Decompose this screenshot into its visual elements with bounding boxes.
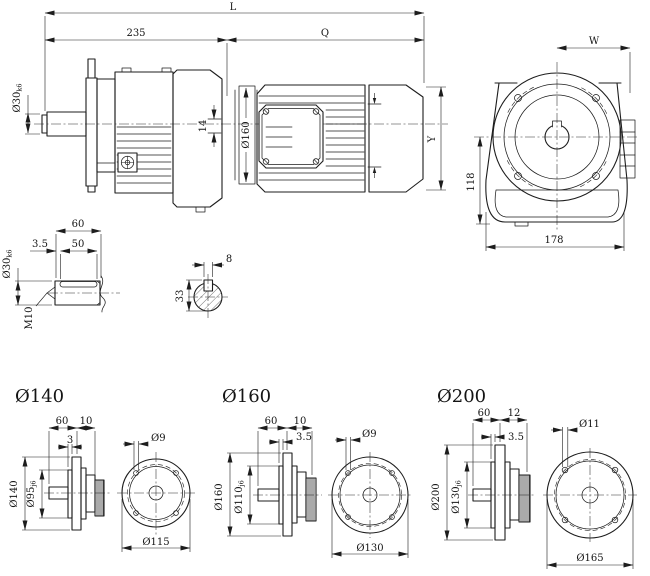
flange-140-side-view <box>44 456 112 531</box>
dim-height-label: Y <box>427 135 438 143</box>
break-line <box>99 275 106 313</box>
dim-thread-label: M10 <box>24 307 35 330</box>
motor-body <box>256 84 366 193</box>
flange-200-front-dimensions: Ø11 Ø165 <box>546 419 634 569</box>
dim-overall-length-label: L <box>230 2 237 13</box>
fan-cowl <box>367 84 424 193</box>
terminal-cover-plate <box>258 104 324 169</box>
dim-flange140-offset-label: 10 <box>80 416 93 427</box>
dim-flange200-hub-label: 60 <box>478 408 491 419</box>
dim-flange160-hole-label: Ø9 <box>362 429 377 440</box>
flange-option-160: Ø160 Ø160 Ø110j6 60 10 3.5 <box>214 386 412 558</box>
dim-shaft-dia-label: Ø30k6 <box>2 249 14 278</box>
cover-screws <box>262 108 320 165</box>
flange-200-title: Ø200 <box>437 386 486 407</box>
dim-flange200-offset-label: 12 <box>508 408 521 419</box>
key-section-dimensions: 8 33 <box>175 254 232 312</box>
dim-flange160-hub-label: 60 <box>265 416 278 427</box>
shaft-detail-view: 60 3.5 50 Ø30k6 M10 <box>2 219 120 329</box>
dim-flange140-hole-label: Ø9 <box>151 433 166 444</box>
end-view-centerlines <box>474 62 638 232</box>
flange-160-front-view <box>328 452 412 538</box>
dim-output-shaft-dia-label: Ø30k6 <box>12 83 24 112</box>
output-flange-plate <box>85 58 98 193</box>
end-view: W 118 178 <box>466 36 638 251</box>
end-view-dimensions: W 118 178 <box>466 36 631 251</box>
dim-flange140-outer-label: Ø140 <box>9 480 20 507</box>
dim-flange200-pilot-label: Ø130j6 <box>451 480 463 513</box>
base-foot <box>514 221 529 227</box>
dim-base-width-label: 178 <box>544 235 563 246</box>
dim-flange200-hole-label: Ø11 <box>579 419 600 430</box>
gearbox-cooling-fins <box>116 126 172 184</box>
flange-140-front-view <box>117 452 196 535</box>
dim-flange140-plate-label: 3 <box>67 435 73 446</box>
flange-160-side-view <box>253 452 322 537</box>
end-view-body <box>485 82 628 223</box>
vent-marks <box>367 93 382 178</box>
flange-140-side-dimensions: Ø140 Ø95j6 60 10 3 <box>9 416 96 531</box>
dim-flange160-plate-label: 3.5 <box>296 432 312 443</box>
dim-flange200-plate-label: 3.5 <box>508 432 524 443</box>
flange-200-side-dimensions: Ø200 Ø130j6 60 12 3.5 <box>431 408 528 541</box>
dim-total-height-label: 33 <box>175 290 186 303</box>
gearbox-front-housing <box>96 67 174 194</box>
dim-flange160-pilot-label: Ø110j6 <box>234 480 246 513</box>
dim-w-label: W <box>589 36 600 47</box>
key-section-view: 8 33 <box>175 254 232 320</box>
dim-key-start-label: 3.5 <box>32 239 48 250</box>
shaft-detail-dimensions: 60 3.5 50 Ø30k6 M10 <box>2 219 102 330</box>
dim-flange140-boltcircle-label: Ø115 <box>142 537 169 548</box>
dim-step-label: 14 <box>198 120 209 133</box>
flange-option-140: Ø140 Ø140 Ø95j6 60 10 3 <box>9 386 196 552</box>
dim-flange200-boltcircle-label: Ø165 <box>576 553 603 564</box>
motor-cooling-fins <box>258 95 365 181</box>
dim-flange160-outer-label: Ø160 <box>214 483 225 510</box>
flange-option-200: Ø200 Ø200 Ø130j6 60 12 3.5 <box>431 386 637 569</box>
dim-flange200-outer-label: Ø200 <box>431 483 442 510</box>
dim-key-width-label: 8 <box>226 254 232 265</box>
dim-shaft-length-label: 60 <box>72 219 85 230</box>
main-side-view: L 235 Q Ø30k6 14 Ø160 Y <box>12 2 448 213</box>
flange-140-title: Ø140 <box>15 386 64 407</box>
flange-140-front-dimensions: Ø9 Ø115 <box>121 433 191 552</box>
section-centerlines <box>188 274 228 320</box>
gearbox-rear-housing <box>172 69 223 213</box>
dim-center-height-label: 118 <box>466 172 477 191</box>
oil-plug <box>117 152 138 173</box>
dim-adapter-flange-dia-label: Ø160 <box>241 121 252 148</box>
flange-160-front-dimensions: Ø9 Ø130 <box>331 429 409 558</box>
flange-160-title: Ø160 <box>222 386 271 407</box>
keyway-slot <box>59 281 98 288</box>
dim-key-length-label: 50 <box>72 239 85 250</box>
flange-200-front-view <box>543 448 637 542</box>
flange-160-side-dimensions: Ø160 Ø110j6 60 10 3.5 <box>214 416 313 537</box>
dim-flange160-offset-label: 10 <box>294 416 307 427</box>
main-view-dimensions: L 235 Q Ø30k6 14 Ø160 Y <box>12 2 446 191</box>
dim-flange140-pilot-label: Ø95j6 <box>26 480 38 507</box>
dim-flange160-boltcircle-label: Ø130 <box>356 543 383 554</box>
dim-gear-unit-length-label: 235 <box>126 28 145 39</box>
dim-motor-length-label: Q <box>321 28 329 39</box>
flange-200-side-view <box>468 444 536 541</box>
dim-flange140-hub-label: 60 <box>56 416 69 427</box>
